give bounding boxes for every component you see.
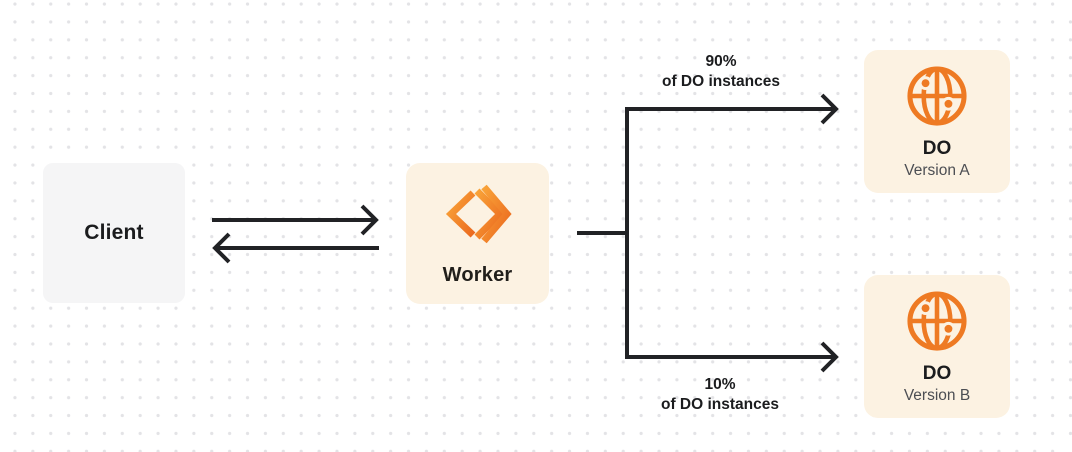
do-b-subtitle: Version B: [903, 386, 971, 404]
workers-chevron-icon: [445, 184, 512, 243]
client-label: Client: [84, 221, 144, 244]
client-node: Client: [43, 163, 185, 303]
do-a-subtitle: Version A: [904, 161, 970, 179]
bottom-branch-caption: of DO instances: [661, 396, 779, 413]
client-to-worker-arrow: [212, 204, 379, 236]
do-a-title: DO: [922, 137, 952, 159]
globe-icon: [907, 65, 967, 126]
top-branch-caption: of DO instances: [662, 73, 780, 90]
do-version-b-node: DO Version B: [864, 275, 1010, 418]
bottom-branch-percent: 10%: [704, 376, 736, 393]
arrowhead-to-do-a: [820, 93, 839, 125]
do-version-a-node: DO Version A: [864, 50, 1010, 193]
bottom-branch-label: 10% of DO instances: [661, 375, 779, 415]
do-b-title: DO: [922, 362, 952, 384]
globe-icon: [907, 290, 967, 351]
worker-to-client-arrow: [212, 232, 379, 264]
arrowhead-to-do-b: [820, 341, 839, 373]
branch-bracket: [625, 107, 834, 359]
worker-node: Worker: [406, 163, 549, 304]
worker-label: Worker: [442, 263, 513, 286]
top-branch-label: 90% of DO instances: [662, 52, 780, 92]
top-branch-percent: 90%: [705, 53, 737, 70]
